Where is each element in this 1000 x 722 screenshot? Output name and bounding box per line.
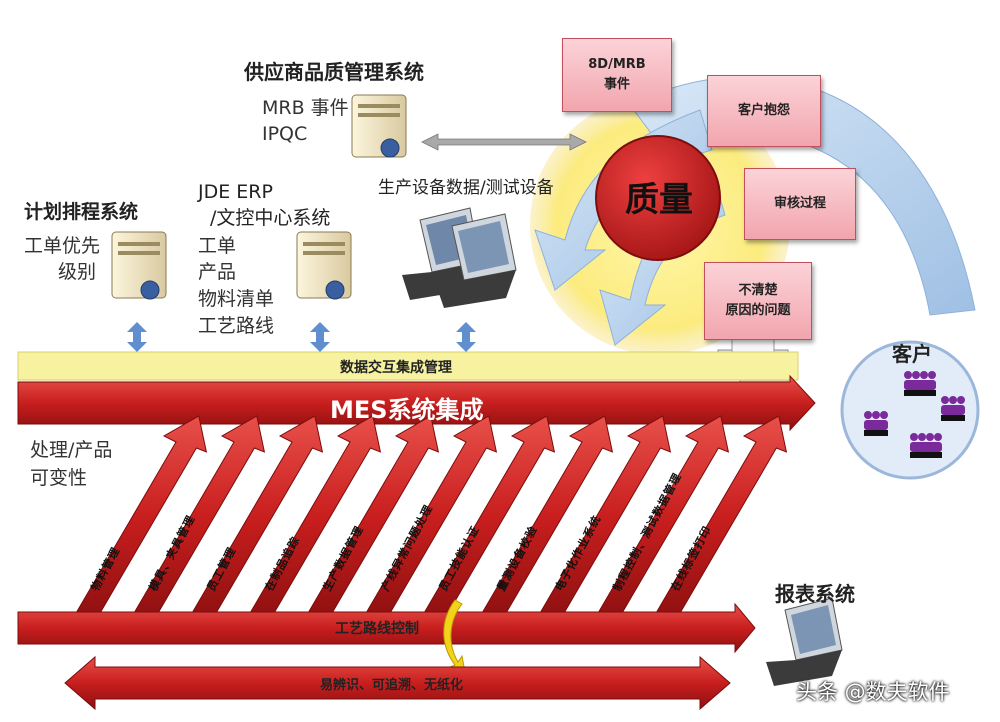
laptop-icon-report <box>766 597 843 686</box>
box-customer-complaint: 客户抱怨 <box>707 75 821 147</box>
erp-item: 工艺路线 <box>198 315 275 337</box>
box-8d-mrb: 8D/MRB 事件 <box>562 38 672 112</box>
module-arrow <box>129 415 266 621</box>
trace-label: 易辨识、可追溯、无纸化 <box>320 678 464 693</box>
module-arrow <box>187 415 324 621</box>
customer-label: 客户 <box>892 342 932 366</box>
equipment-title: 生产设备数据/测试设备 <box>378 178 554 198</box>
customer-people-icon <box>864 371 965 458</box>
module-arrow <box>303 415 440 621</box>
route-curve-arrow <box>443 599 466 673</box>
box-audit-process: 审核过程 <box>744 168 856 240</box>
module-arrow <box>245 415 382 621</box>
supplier-link-arrow <box>421 133 587 151</box>
process-line2: 可变性 <box>30 467 88 489</box>
module-arrow <box>593 415 730 621</box>
up-down-arrows <box>127 322 476 352</box>
customer-circle <box>840 340 980 480</box>
erp-item: 物料清单 <box>198 288 275 310</box>
mes-label: MES系统集成 <box>330 396 484 424</box>
data-bar-label: 数据交互集成管理 <box>340 360 452 376</box>
process-line1: 处理/产品 <box>30 439 113 461</box>
mes-arrow <box>17 374 816 432</box>
route-label: 工艺路线控制 <box>335 621 419 637</box>
box-unclear-issues: 不清楚 原因的问题 <box>704 262 812 340</box>
report-label: 报表系统 <box>775 582 855 606</box>
trace-arrow <box>64 655 731 711</box>
laptop-icon-equipment <box>402 207 517 308</box>
watermark: 头条 @数夫软件 <box>796 680 950 704</box>
planning-line1: 工单优先 <box>24 235 101 257</box>
route-arrow <box>17 602 756 654</box>
quality-title: 质量 <box>625 180 693 220</box>
module-arrow <box>361 415 498 621</box>
supplier-mrb-label: MRB 事件 <box>262 97 349 119</box>
module-arrow <box>477 415 614 621</box>
module-arrow <box>535 415 672 621</box>
planning-line2: 级别 <box>58 261 97 283</box>
erp-item: 产品 <box>198 261 237 283</box>
erp-item: 工单 <box>198 235 237 257</box>
module-arrows <box>71 415 788 621</box>
supplier-system-title: 供应商品质管理系统 <box>244 60 424 84</box>
server-icon-erp <box>296 231 352 300</box>
erp-title-2: /文控中心系统 <box>210 207 331 229</box>
module-arrow <box>71 415 208 621</box>
erp-title-1: JDE ERP <box>198 181 273 203</box>
module-arrow <box>419 415 556 621</box>
module-arrow <box>651 415 788 621</box>
quality-ball <box>595 135 721 261</box>
planning-system-title: 计划排程系统 <box>24 201 139 223</box>
supplier-ipqc-label: IPQC <box>262 123 308 145</box>
server-icon-planning <box>111 231 167 300</box>
server-icon-supplier <box>351 94 407 158</box>
data-bar <box>17 351 799 381</box>
